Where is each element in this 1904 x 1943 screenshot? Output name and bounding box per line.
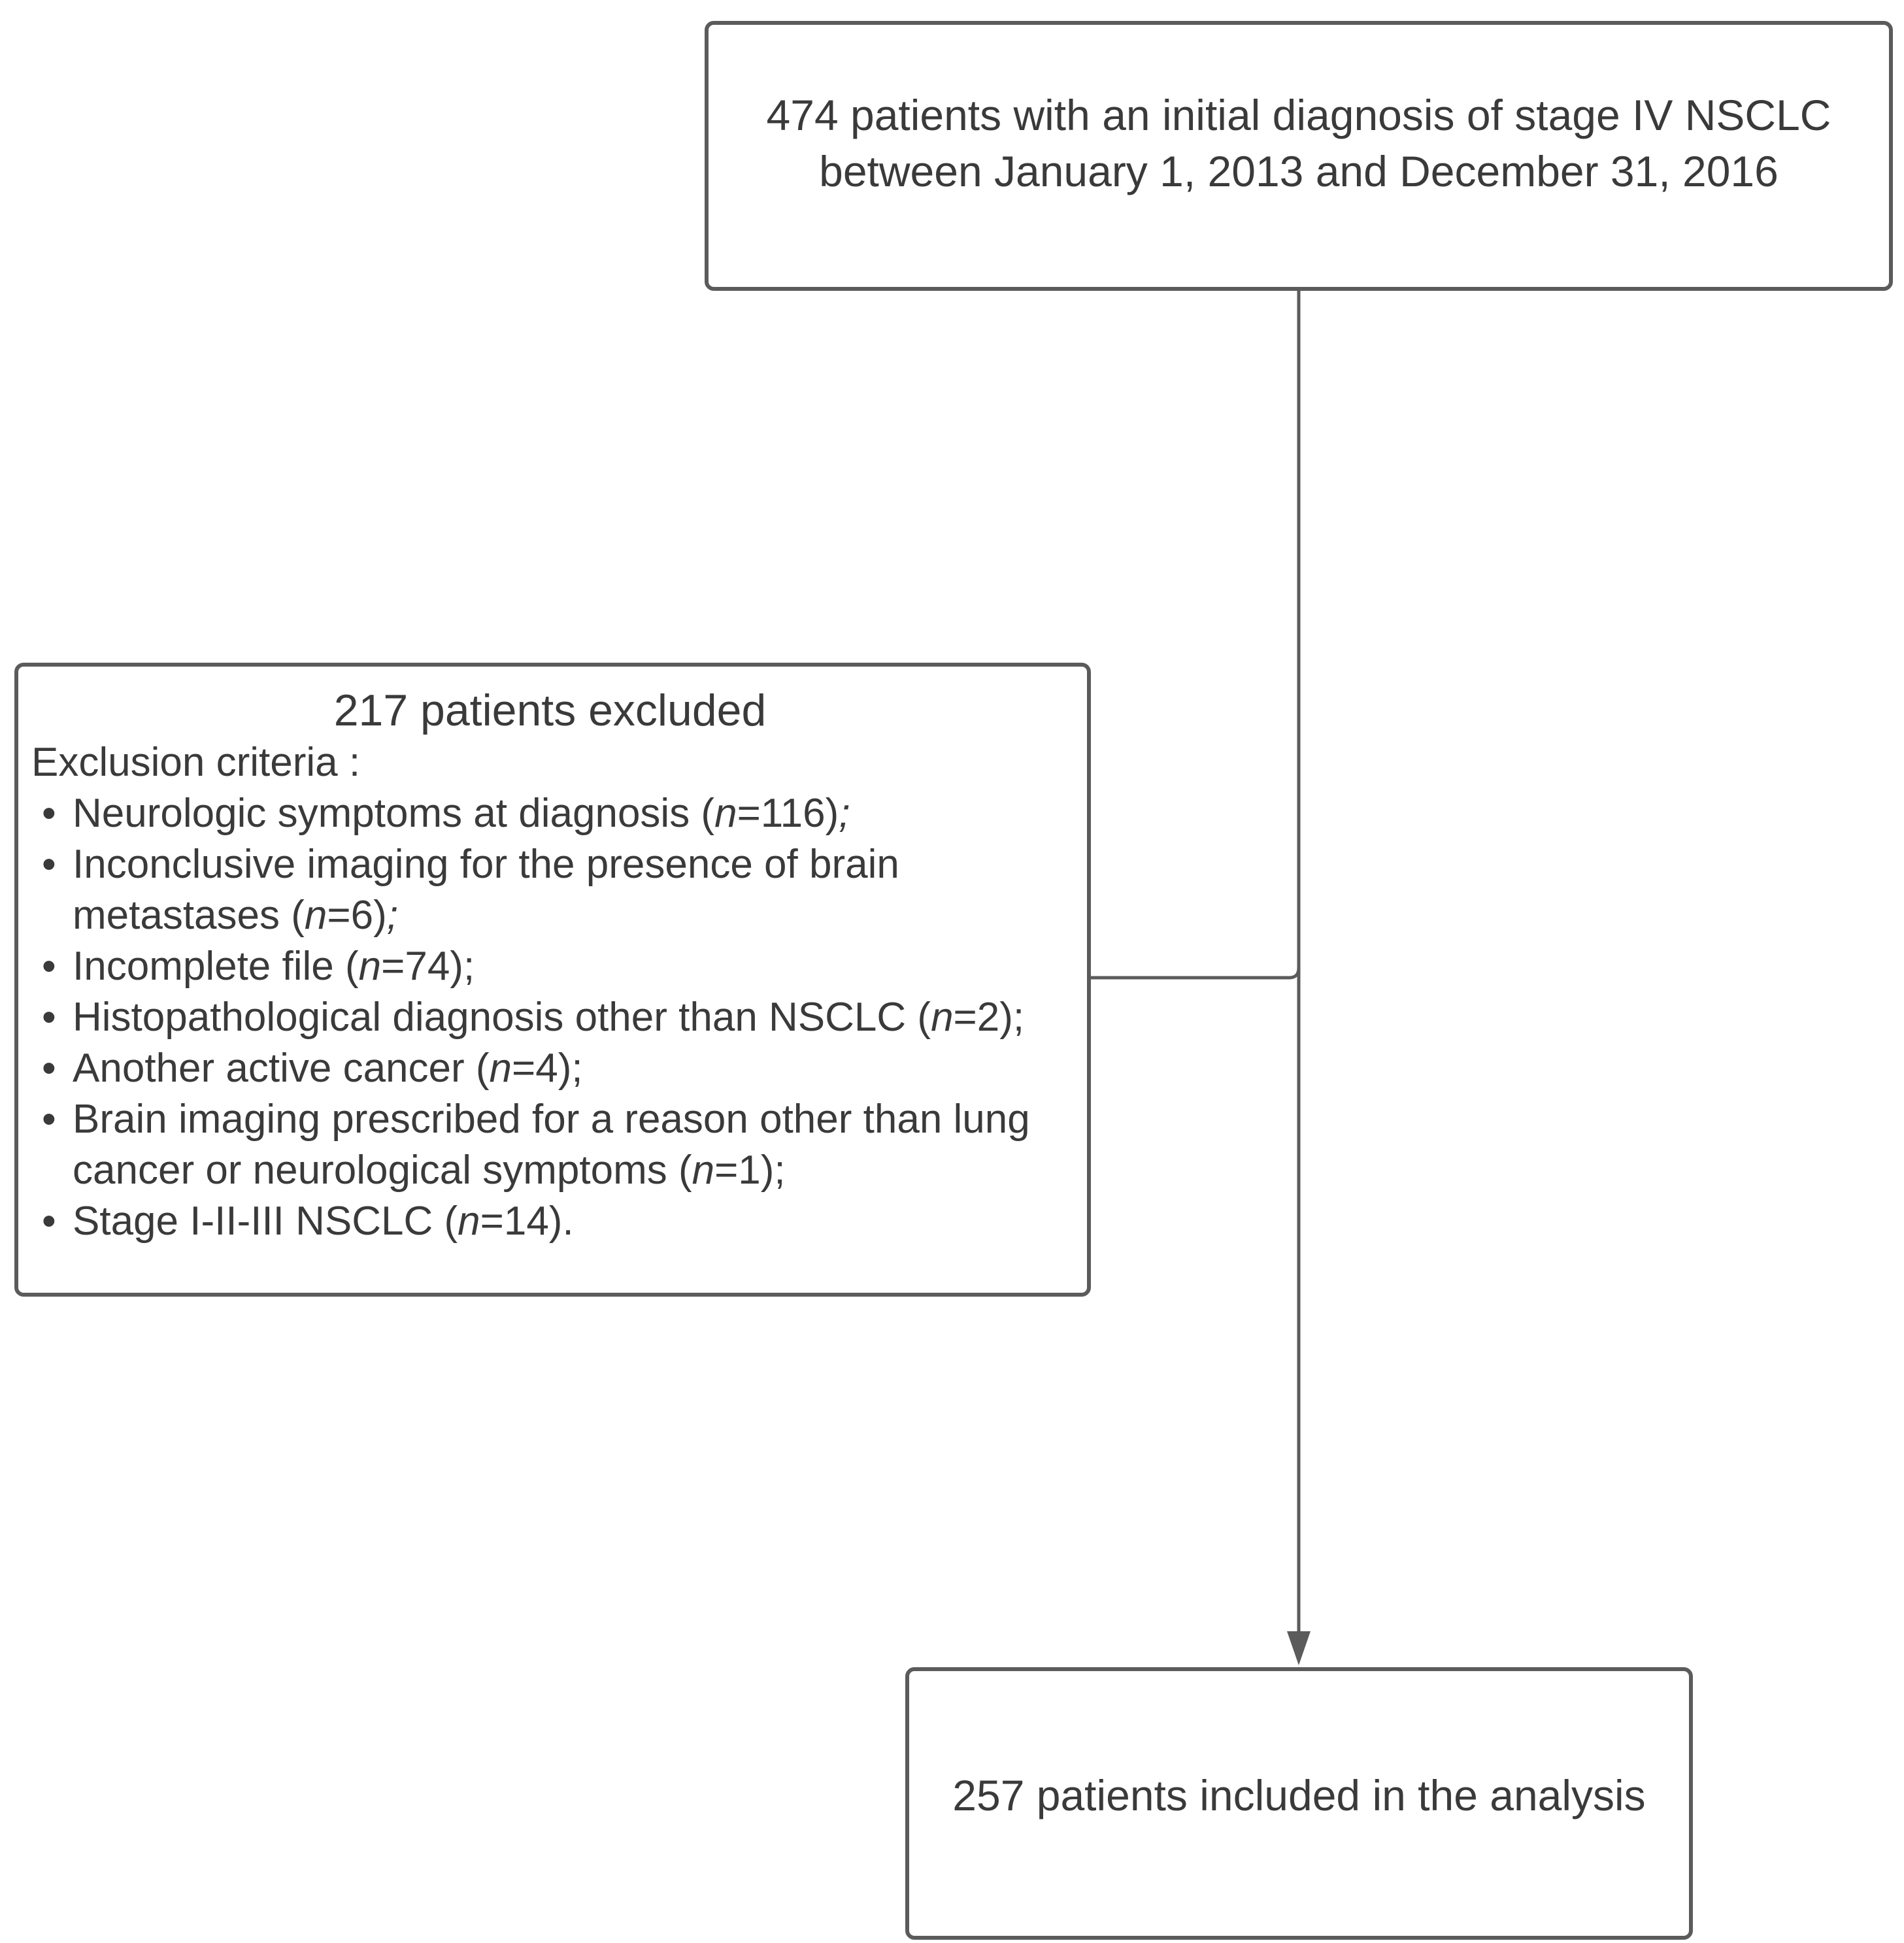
exclusion-item: Neurologic symptoms at diagnosis (n=116)… xyxy=(29,788,1071,839)
exclusion-box: 217 patients excluded Exclusion criteria… xyxy=(14,663,1091,1297)
exclusion-title: 217 patients excluded xyxy=(333,686,767,735)
exclusion-item: Inconclusive imaging for the presence of… xyxy=(29,839,1071,941)
cohort-line-1: 474 patients with an initial diagnosis o… xyxy=(766,90,1831,139)
exclusion-item: Incomplete file (n=74); xyxy=(29,941,1071,992)
included-box: 257 patients included in the analysis xyxy=(905,1667,1693,1940)
exclusion-item: Stage I-II-III NSCLC (n=14). xyxy=(29,1196,1071,1247)
included-text: 257 patients included in the analysis xyxy=(952,1770,1646,1819)
exclusion-subtitle: Exclusion criteria : xyxy=(31,740,361,785)
arrowhead xyxy=(1287,1631,1311,1665)
exclusion-item: Another active cancer (n=4); xyxy=(29,1043,1071,1094)
exclusion-item: Histopathological diagnosis other than N… xyxy=(29,992,1071,1043)
cohort-line-2: between January 1, 2013 and December 31,… xyxy=(819,146,1779,195)
exclusion-item: Brain imaging prescribed for a reason ot… xyxy=(29,1094,1071,1196)
exclusion-branch-line xyxy=(1091,967,1301,980)
cohort-box: 474 patients with an initial diagnosis o… xyxy=(705,21,1893,291)
exclusion-criteria-list: Neurologic symptoms at diagnosis (n=116)… xyxy=(29,788,1071,1247)
